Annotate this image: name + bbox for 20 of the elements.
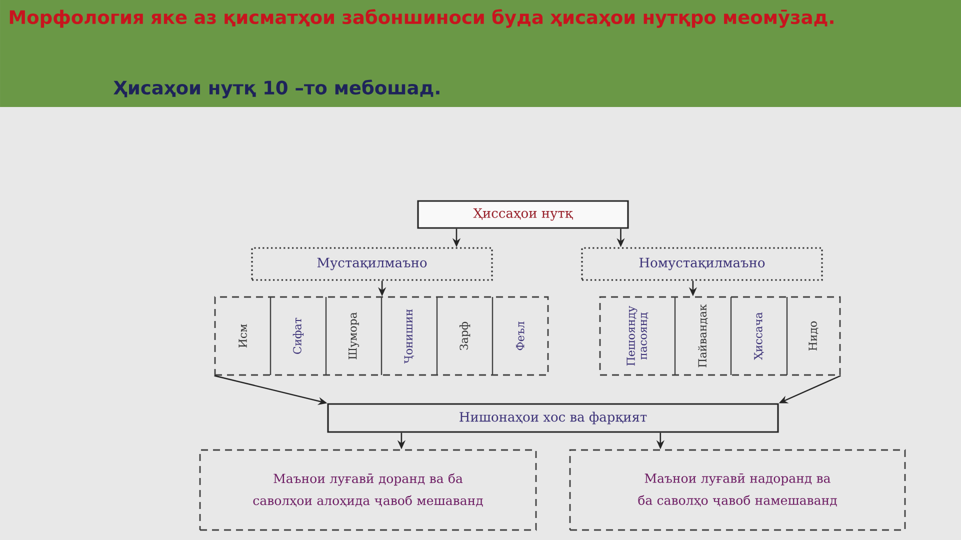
word-class-cell: Шумора [348, 312, 360, 360]
word-class-cell: Пешоянду пасоянд [626, 306, 648, 366]
heading-box: Ҳиссаҳои нутқ [417, 200, 629, 229]
description-box: Маънои луғавӣ надоранд ва ба саволҳо ҷавоб намешаванд [569, 449, 906, 531]
description-box: Маънои луғавӣ доранд ва ба саволҳои алоҳида ҷавоб мешаванд [199, 449, 537, 531]
word-class-cell: Сифат [292, 318, 304, 354]
title-text: Морфология яке аз қисматҳои забоншиноси буда ҳисаҳои нутқро меомӯзад. [10, 9, 834, 28]
subtitle-text: Ҳисаҳои нутқ 10 –то мебошад. [114, 80, 440, 98]
word-class-cell: Пайвандак [698, 304, 708, 368]
word-class-cell: Феъл [516, 322, 524, 350]
word-class-cell: Исм [238, 324, 247, 348]
category-box: Номустақилмаъно [581, 247, 823, 281]
feature-box: Нишонаҳои хос ва фарқият [327, 403, 779, 433]
word-class-cell: Зарф [459, 322, 470, 350]
group-frame [214, 296, 549, 376]
word-class-cell: Ҳиссача [754, 312, 764, 360]
word-class-cell: Ҷонишин [404, 309, 414, 364]
word-class-cell: Нидо [808, 321, 818, 351]
group-frame [599, 296, 841, 376]
category-box: Мустақилмаъно [251, 247, 493, 281]
